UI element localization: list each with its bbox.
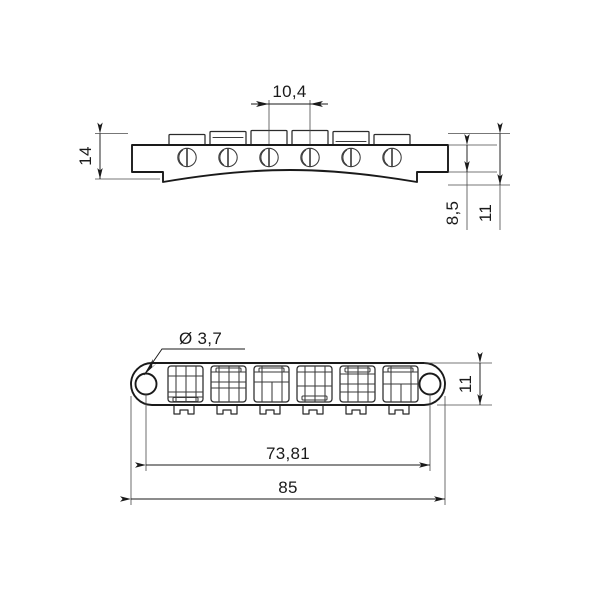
side-saddle-top [373,133,411,146]
top-saddle-foot [259,403,281,415]
top-saddle [382,365,419,403]
mounting-hole-right [418,372,442,396]
mounting-hole-left [134,372,158,396]
top-saddle-foot [388,403,410,415]
side-screw-head [218,147,238,168]
dimension-label-8-5: 8,5 [443,201,462,226]
top-saddle [296,365,333,403]
dimension-label-14: 14 [76,146,95,166]
side-body-outline [131,144,449,183]
side-screw-heads [177,147,402,168]
dimension-11-top: 11 [424,352,492,406]
side-screw-head [382,147,402,168]
dimension-label-73-81: 73,81 [266,444,310,463]
side-saddle-top [209,130,247,146]
dimension-label-10-4: 10,4 [272,82,306,101]
top-saddle [339,365,376,403]
top-saddle-foot [216,403,238,415]
dimension-label-85: 85 [278,478,298,497]
top-saddle-foot [345,403,367,415]
dimension-label-hole-diameter: Ø 3,7 [179,329,222,348]
top-saddle [167,365,204,403]
dimension-85: 85 [120,396,446,505]
dimension-8-5: 8,5 [443,134,497,230]
side-elevation-view: 14 10,4 8,5 11 [76,82,510,230]
side-saddle-tops [168,129,411,146]
dimension-label-11-side: 11 [476,204,495,222]
top-saddle [253,365,290,403]
dimension-14: 14 [76,122,160,180]
dimension-10-4: 10,4 [251,82,328,144]
dimension-73-81: 73,81 [135,394,431,471]
top-saddle [210,365,247,403]
leader-arrowhead [144,359,157,375]
top-saddle-feet [173,403,410,415]
side-screw-head [341,147,361,168]
side-screw-head [259,147,279,168]
top-saddle-foot [173,403,195,415]
side-saddle-top [168,133,206,146]
side-saddle-top [332,130,370,146]
dimension-11-side: 11 [448,122,510,230]
top-plan-view: Ø 3,7 11 73,81 85 [120,329,492,505]
dimension-label-11-top: 11 [456,375,475,393]
side-screw-head [177,147,197,168]
side-screw-head [300,147,320,168]
top-saddle-foot [302,403,324,415]
top-saddles [167,365,419,403]
dimension-hole-diameter: Ø 3,7 [143,329,245,376]
